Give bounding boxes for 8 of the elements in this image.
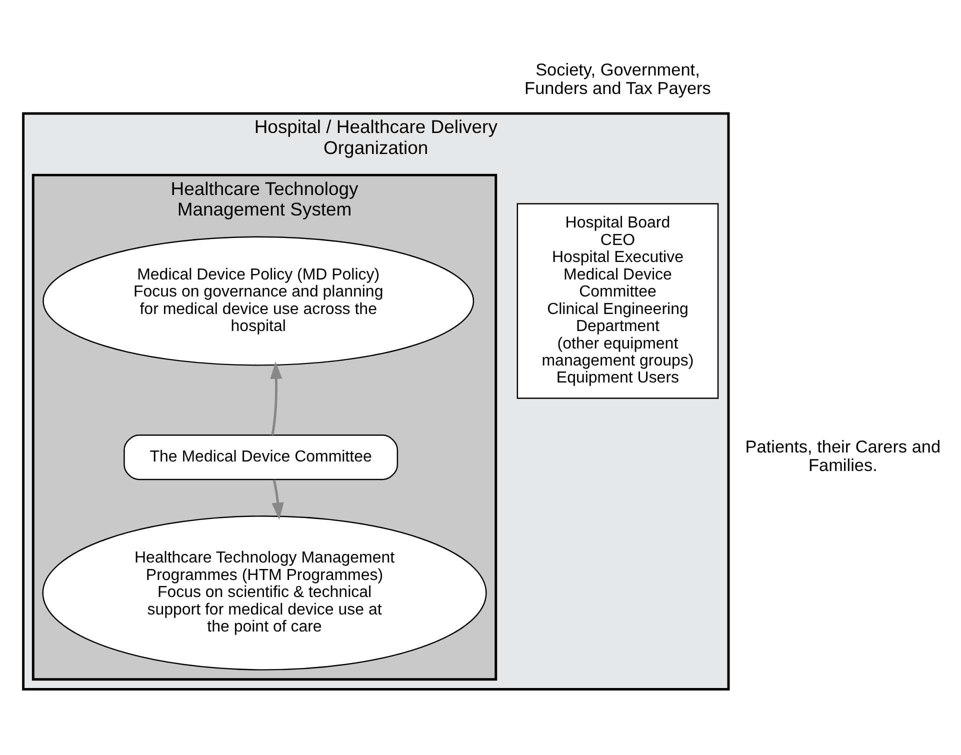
node-box: The Medical Device Committee <box>124 434 398 480</box>
arrow <box>272 479 284 520</box>
node-ellipse: Medical Device Policy (MD Policy) Focus on governance and planning for medical device use across the hospital <box>42 236 474 366</box>
node-ellipse: Healthcare Technology Management Programmes (HTM Programmes) Focus on scientific & technical support for medical device use at the point of care <box>42 514 487 670</box>
label: Patients, their Carers and Families. <box>745 436 941 475</box>
label: Society, Government, Funders and Tax Payers <box>524 59 711 98</box>
arrow <box>270 361 282 435</box>
node-box: Hospital Board CEO Hospital Executive Medical Device Committee Clinical Engineering Department (other equipment management groups) Equipment Users <box>516 202 719 398</box>
